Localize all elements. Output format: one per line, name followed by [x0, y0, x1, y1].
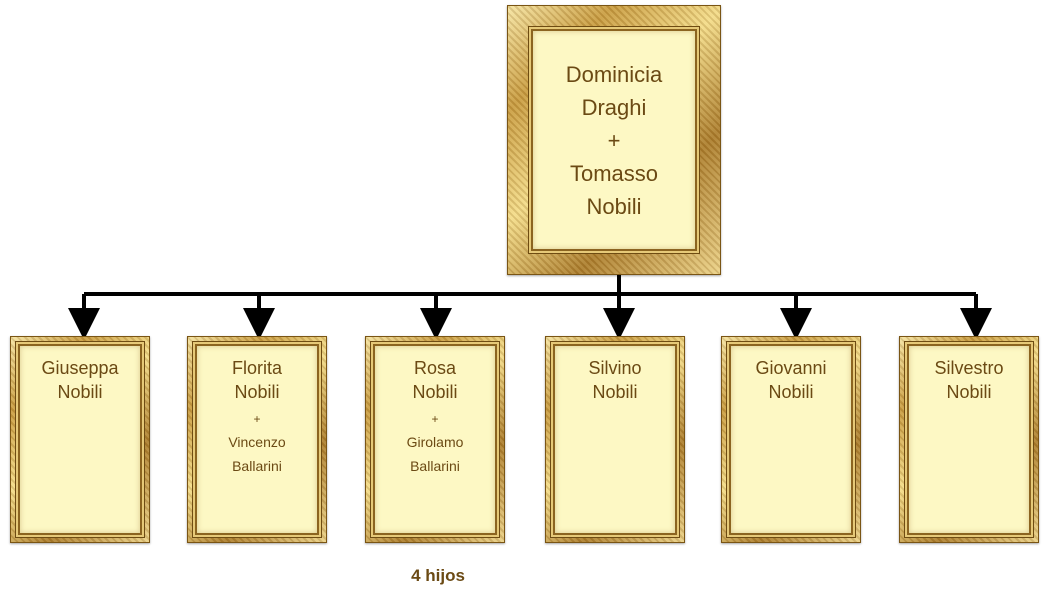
child-frame-silvestro: Silvestro Nobili [899, 336, 1039, 543]
child-first-name: Silvestro [934, 358, 1004, 378]
spouse-last-name: Ballarini [232, 458, 282, 474]
child-first-name: Giovanni [755, 358, 827, 378]
spouse-plus-sign: + [253, 412, 261, 426]
child-last-name: Nobili [234, 382, 280, 402]
spouse-first-name: Girolamo [406, 434, 464, 450]
parents-card: Dominicia Draghi + Tomasso Nobili [531, 29, 697, 251]
spouse-first-name: Vincenzo [228, 434, 286, 450]
children-count-note: 4 hijos [411, 566, 465, 585]
child-first-name: Florita [231, 358, 282, 378]
parents-frame: Dominicia Draghi + Tomasso Nobili [507, 5, 721, 275]
child-card: Rosa Nobili + Girolamo Ballarini [373, 344, 497, 535]
child-card: Silvestro Nobili [907, 344, 1031, 535]
spouse-plus-sign: + [431, 412, 439, 426]
child-first-name: Giuseppa [41, 358, 119, 378]
child-frame-florita: Florita Nobili + Vincenzo Ballarini [187, 336, 327, 543]
child-last-name: Nobili [412, 382, 458, 402]
child-last-name: Nobili [768, 382, 814, 402]
child-frame-giovanni: Giovanni Nobili [721, 336, 861, 543]
child-last-name: Nobili [592, 382, 638, 402]
parent-2-last-name: Nobili [586, 193, 642, 219]
child-first-name: Silvino [588, 358, 642, 378]
parent-1-last-name: Draghi [581, 94, 647, 120]
child-first-name: Rosa [413, 358, 457, 378]
child-card: Florita Nobili + Vincenzo Ballarini [195, 344, 319, 535]
child-card: Giuseppa Nobili [18, 344, 142, 535]
child-card: Silvino Nobili [553, 344, 677, 535]
child-frame-silvino: Silvino Nobili [545, 336, 685, 543]
union-plus-sign: + [607, 127, 621, 153]
parent-2-first-name: Tomasso [569, 160, 659, 186]
child-last-name: Nobili [946, 382, 992, 402]
parent-1-first-name: Dominicia [565, 61, 663, 87]
child-frame-giuseppa: Giuseppa Nobili [10, 336, 150, 543]
child-last-name: Nobili [57, 382, 103, 402]
spouse-last-name: Ballarini [410, 458, 460, 474]
child-card: Giovanni Nobili [729, 344, 853, 535]
child-frame-rosa: Rosa Nobili + Girolamo Ballarini [365, 336, 505, 543]
